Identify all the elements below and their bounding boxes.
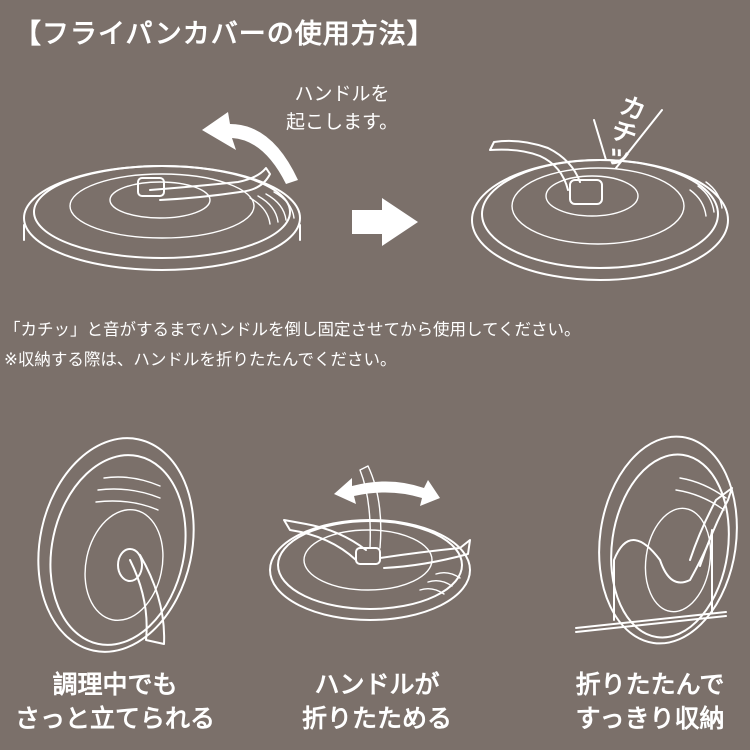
lid-folding-illustration (269, 465, 471, 621)
feature-caption-line1: 調理中でも (52, 670, 178, 699)
raise-arrow-icon (202, 112, 298, 184)
step1-caption-line2: 起こします。 (286, 111, 399, 133)
lid-standing-illustration (37, 437, 195, 653)
lid-illustration-step1 (23, 165, 301, 271)
feature-caption-storage: 折りたたんで すっきり収納 (540, 668, 750, 736)
step1-caption-line1: ハンドルを (294, 83, 390, 105)
usage-note: 「カチッ」と音がするまでハンドルを倒し固定させてから使用してください。 (4, 320, 581, 339)
storage-note: ※収納する際は、ハンドルを折りたたんでください。 (4, 350, 397, 369)
feature-caption-folding: ハンドルが 折りたためる (262, 668, 492, 736)
lid-stored-illustration (575, 435, 738, 645)
feature-caption-line2: 折りたためる (301, 704, 452, 733)
page-title: 【フライパンカバーの使用方法】 (14, 19, 435, 50)
feature-caption-line1: 折りたたんで (575, 670, 725, 699)
feature-caption-line2: さっと立てられる (14, 704, 215, 733)
feature-caption-standing: 調理中でも さっと立てられる (0, 668, 230, 736)
feature-caption-line2: すっきり収納 (575, 704, 725, 733)
step1-caption: ハンドルを 起こします。 (286, 80, 398, 136)
next-step-arrow-icon (352, 198, 418, 246)
swing-arrow-icon (334, 478, 440, 506)
lid-illustration-step2 (471, 109, 729, 281)
feature-caption-line1: ハンドルが (314, 670, 440, 699)
